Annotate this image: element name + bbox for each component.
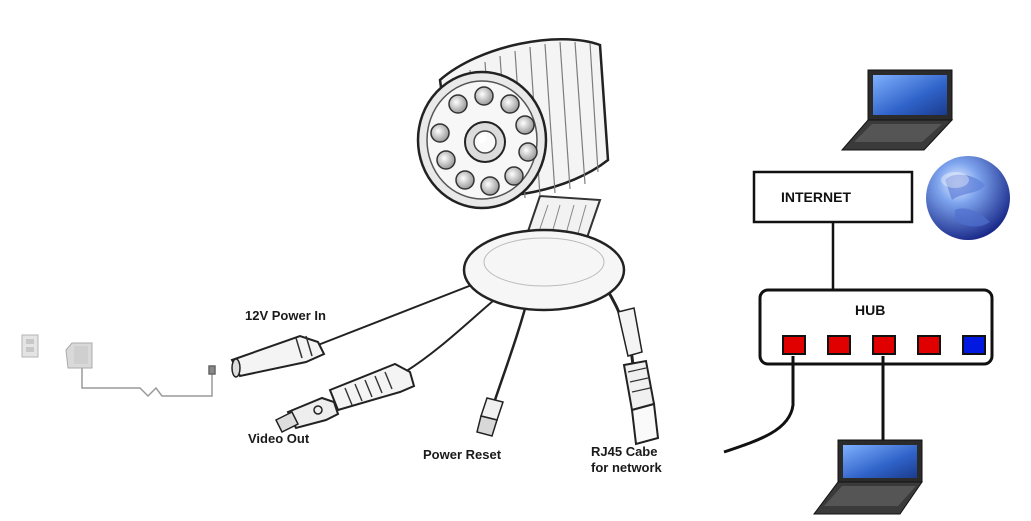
label-power-in: 12V Power In xyxy=(245,308,326,323)
adapter-cable xyxy=(82,366,215,396)
ip-camera-icon xyxy=(418,39,624,310)
power-reset-cable xyxy=(477,290,530,436)
hub-camera-link xyxy=(724,356,793,452)
power-in-cable xyxy=(232,272,505,377)
label-video-out: Video Out xyxy=(248,431,309,446)
hub-port-3 xyxy=(873,336,895,354)
hub-port-1 xyxy=(783,336,805,354)
wall-outlet-icon xyxy=(22,335,38,357)
label-internet: INTERNET xyxy=(781,189,851,205)
hub-port-2 xyxy=(828,336,850,354)
label-hub: HUB xyxy=(855,302,885,318)
laptop-icon xyxy=(814,440,922,514)
hub-port-5 xyxy=(963,336,985,354)
label-rj45-line2: for network xyxy=(591,460,662,475)
rj45-cable xyxy=(606,288,658,444)
hub-port-4 xyxy=(918,336,940,354)
label-power-reset: Power Reset xyxy=(423,447,501,462)
power-adapter-icon xyxy=(66,343,92,368)
globe-icon xyxy=(926,156,1010,240)
label-rj45-line1: RJ45 Cabe xyxy=(591,444,657,459)
laptop-icon xyxy=(842,70,952,150)
